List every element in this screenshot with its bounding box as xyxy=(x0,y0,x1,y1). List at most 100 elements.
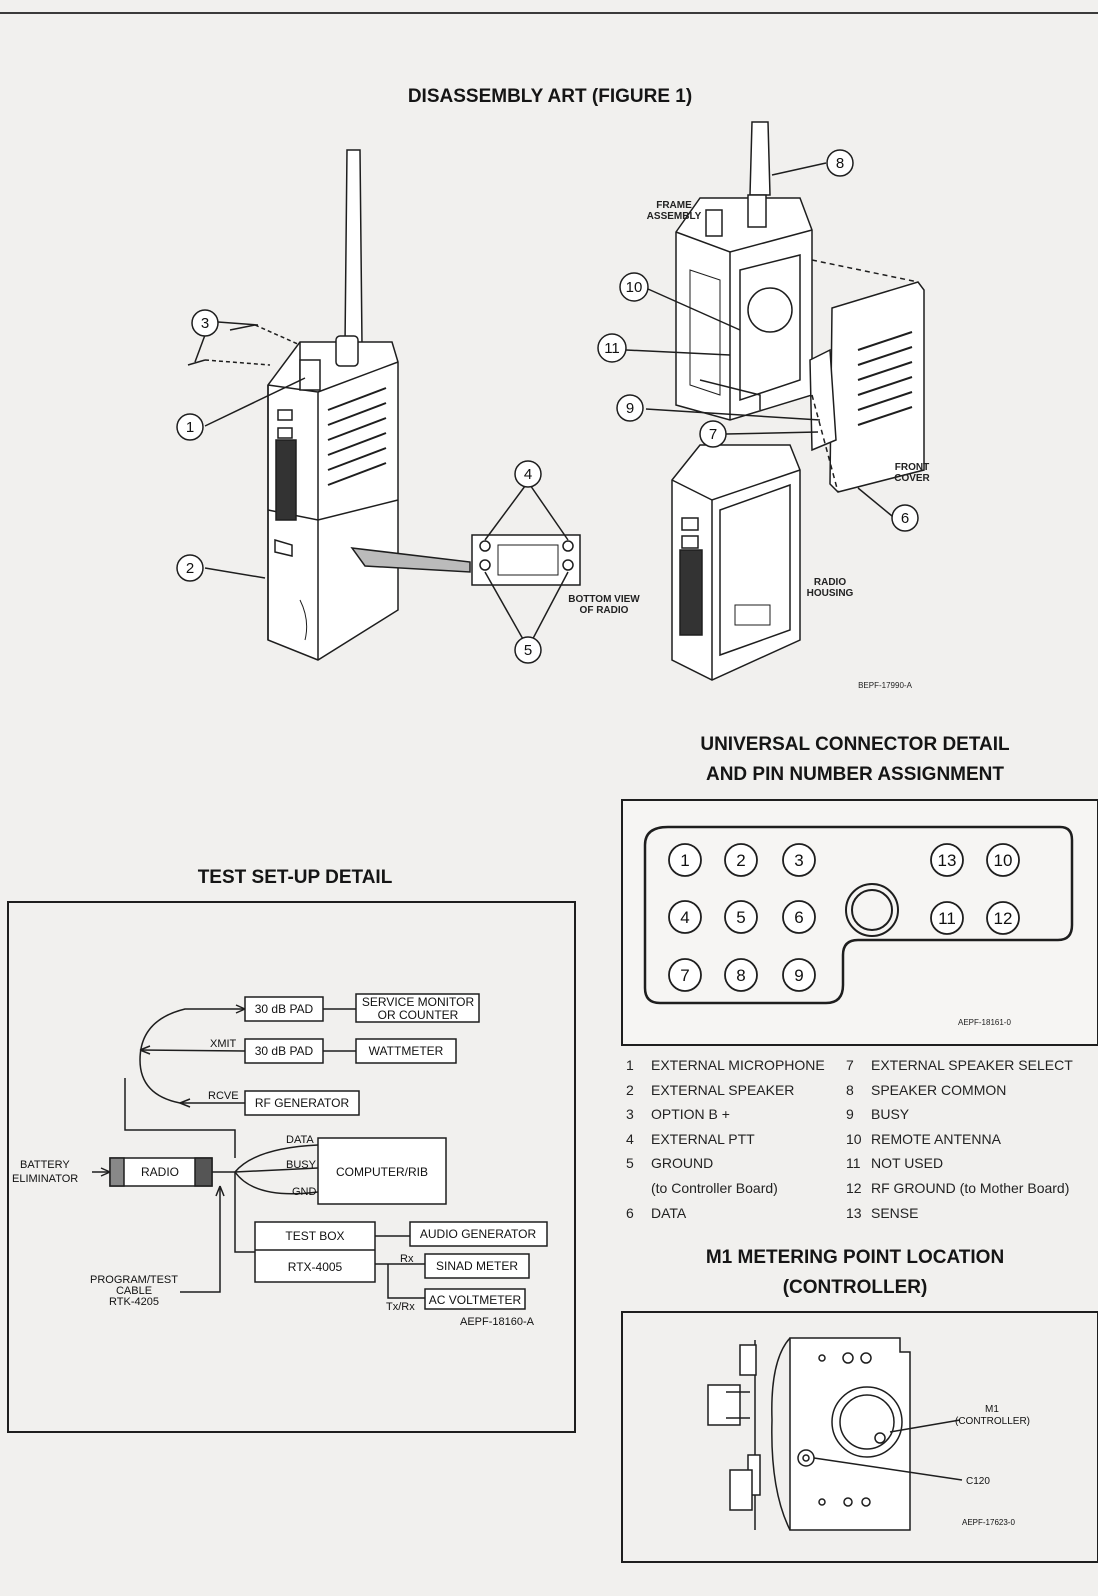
top-rule xyxy=(0,12,1098,14)
metering-title-line1: M1 METERING POINT LOCATION xyxy=(705,1247,1005,1268)
callout-8: 8 xyxy=(836,155,844,172)
pad2-label: 30 dB PAD xyxy=(255,1044,314,1058)
pin-4: 4 xyxy=(680,908,689,927)
service-monitor-label-2: OR COUNTER xyxy=(378,1008,459,1022)
callout-10: 10 xyxy=(626,279,643,296)
rcve-label: RCVE xyxy=(208,1090,239,1102)
program-cable-label-1: PROGRAM/TEST xyxy=(90,1274,178,1286)
disassembly-ref: BEPF-17990-A xyxy=(858,681,912,690)
rx-label: Rx xyxy=(400,1253,414,1265)
callout-2: 2 xyxy=(186,560,194,577)
pin-1: 1 xyxy=(680,851,689,870)
pin-12: 12 xyxy=(994,909,1013,928)
computer-label: COMPUTER/RIB xyxy=(336,1165,428,1179)
pin-5: 5 xyxy=(736,908,745,927)
callout-6: 6 xyxy=(901,510,909,527)
metering-title-line2: (CONTROLLER) xyxy=(782,1277,928,1298)
bottom-view-label-1: BOTTOM VIEW xyxy=(568,594,640,605)
test-setup-title: TEST SET-UP DETAIL xyxy=(197,867,393,888)
sinad-meter-box xyxy=(424,1253,530,1279)
computer-box xyxy=(317,1137,447,1205)
audio-generator-label: AUDIO GENERATOR xyxy=(420,1227,537,1241)
radio-housing-label-1: RADIO xyxy=(814,577,846,588)
legend-row: (to Controller Board) xyxy=(651,1179,778,1196)
c120-label: C120 xyxy=(966,1476,990,1487)
pin-2: 2 xyxy=(736,851,745,870)
callout-1: 1 xyxy=(186,419,194,436)
connector-title-line1: UNIVERSAL CONNECTOR DETAIL xyxy=(700,734,1010,755)
m1-label-1: M1 xyxy=(985,1404,999,1415)
test-setup-figure xyxy=(7,901,576,1433)
sinad-meter-label: SINAD METER xyxy=(436,1259,518,1273)
frame-assembly-label-1: FRAME xyxy=(656,200,692,211)
test-box-label-1: TEST BOX xyxy=(285,1229,344,1243)
callout-7: 7 xyxy=(709,426,717,443)
wattmeter-box xyxy=(355,1038,457,1064)
txrx-label: Tx/Rx xyxy=(386,1301,415,1313)
program-cable-label-2: CABLE xyxy=(116,1285,152,1297)
battery-label-2: ELIMINATOR xyxy=(12,1173,78,1185)
callout-3: 3 xyxy=(201,315,209,332)
test-box xyxy=(254,1221,376,1283)
pin-3: 3 xyxy=(794,851,803,870)
connector-figure xyxy=(621,799,1098,1046)
radio-housing xyxy=(671,444,801,681)
battery-label-1: BATTERY xyxy=(20,1159,70,1171)
rf-generator-label: RF GENERATOR xyxy=(255,1096,350,1110)
audio-generator-box xyxy=(409,1221,548,1247)
test-box-label-2: RTX-4005 xyxy=(288,1260,343,1274)
callout-11: 11 xyxy=(604,340,620,357)
ac-voltmeter-label: AC VOLTMETER xyxy=(429,1293,522,1307)
disassembly-title: DISASSEMBLY ART (FIGURE 1) xyxy=(407,86,693,107)
pin-9: 9 xyxy=(794,966,803,985)
frame-assembly xyxy=(675,121,813,421)
data-label: DATA xyxy=(286,1134,314,1146)
bottom-view-cable xyxy=(350,547,471,573)
callout-4: 4 xyxy=(524,466,532,483)
pin-10: 10 xyxy=(994,851,1013,870)
metering-ref: AEPF-17623-0 xyxy=(962,1518,1015,1527)
radio-housing-label-2: HOUSING xyxy=(807,588,854,599)
front-cover-label-2: COVER xyxy=(894,473,930,484)
connector-outline xyxy=(643,825,1074,1005)
bottom-view-label-2: OF RADIO xyxy=(580,605,629,616)
radio-antenna xyxy=(344,149,363,346)
ac-voltmeter-box xyxy=(424,1288,526,1310)
connector-ref: AEPF-18161-0 xyxy=(958,1018,1011,1027)
pad1-label: 30 dB PAD xyxy=(255,1002,314,1016)
pin-11: 11 xyxy=(938,909,956,928)
gnd-label: GND xyxy=(292,1186,317,1198)
pad1-box xyxy=(244,996,324,1022)
pin-6: 6 xyxy=(794,908,803,927)
service-monitor-box xyxy=(355,993,480,1023)
pin-13: 13 xyxy=(938,851,957,870)
connector-center-post xyxy=(845,883,899,937)
metering-figure xyxy=(621,1311,1098,1563)
pin-8: 8 xyxy=(736,966,745,985)
pin-7: 7 xyxy=(680,966,689,985)
busy-label: BUSY xyxy=(286,1159,317,1171)
radio-left xyxy=(267,335,399,661)
connector-title-line2: AND PIN NUMBER ASSIGNMENT xyxy=(705,764,1005,785)
front-cover xyxy=(809,259,925,493)
m1-label-2: (CONTROLLER) xyxy=(955,1416,1030,1427)
rf-generator-box xyxy=(244,1090,360,1116)
frame-assembly-label-2: ASSEMBLY xyxy=(647,211,702,222)
callout-5: 5 xyxy=(524,642,532,659)
program-cable-label-3: RTK-4205 xyxy=(109,1296,159,1308)
